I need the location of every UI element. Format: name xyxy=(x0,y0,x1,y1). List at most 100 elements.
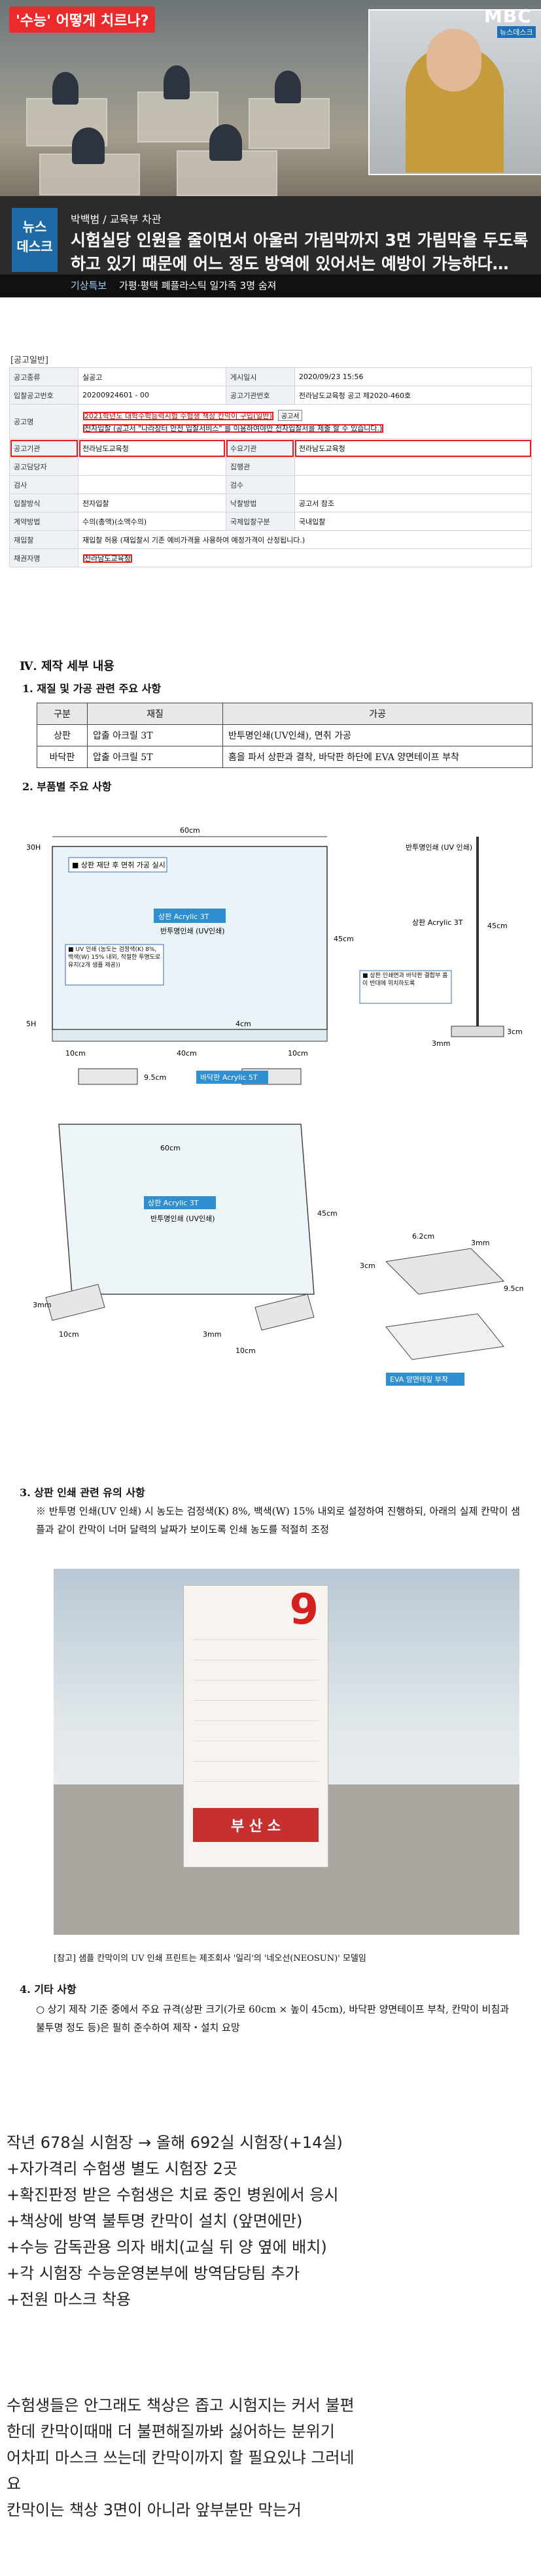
comment-line: +책상에 방역 불투명 칸막이 설치 (앞면에만) xyxy=(7,2212,303,2230)
news-screenshot: MBC 뉴스데스크 '수능' 어떻게 치르나? 뉴스 데스크 박백범 / 교육부… xyxy=(0,0,541,297)
form-value: 전자입찰 xyxy=(78,493,226,512)
form-value xyxy=(294,475,532,494)
form-key: 공고담당자 xyxy=(9,457,79,476)
form-value: 2021학년도 대학수학능력시험 수험생 책상 칸막이 구입(일반)공고서 전자… xyxy=(78,404,532,439)
form-key: 채권자명 xyxy=(9,548,79,567)
form-key: 공고기관 xyxy=(9,439,79,458)
table-cell: 압출 아크릴 5T xyxy=(87,746,223,768)
form-key: 입찰방식 xyxy=(9,493,79,512)
comment-para-line: 요 xyxy=(7,2475,22,2493)
table-row: 검사 검수 xyxy=(9,475,532,494)
student xyxy=(164,65,190,99)
calendar-grid xyxy=(193,1638,319,1801)
news-badge-line2: 데스크 xyxy=(16,239,53,254)
form-key: 재입찰 xyxy=(9,530,79,549)
comment-line: +각 시험장 수능운영본부에 방역담당팀 추가 xyxy=(7,2264,300,2283)
table-header-row: 구분 재질 가공 xyxy=(37,703,532,725)
section4b-note: ○ 상기 제작 기준 중에서 주요 규격(상판 크기(가로 60cm × 높이 … xyxy=(36,2003,510,2033)
dim-10cm-label: 10cm xyxy=(65,1049,86,1058)
eva-label: EVA 양면테잎 부착 xyxy=(390,1375,448,1384)
section4b-title: 4. 기타 사항 xyxy=(20,1983,77,1996)
form-value: 공고서 참조 xyxy=(294,493,532,512)
form-key: 집행관 xyxy=(225,457,295,476)
comment-para-line: 수험생들은 안그래도 책상은 좁고 시험지는 커서 불편 xyxy=(7,2396,355,2415)
persp-base-left xyxy=(45,1284,105,1321)
dim-40cm-label: 40cm xyxy=(177,1049,197,1058)
dim-45cm-side-label: 45cm xyxy=(487,922,508,930)
persp-10cm-label-2: 10cm xyxy=(236,1347,256,1355)
form-key: 공고기관번호 xyxy=(225,386,295,405)
ticker-label: 기상특보 xyxy=(71,280,107,292)
dim-5h-label: 5H xyxy=(26,1020,36,1028)
calendar-footer: 부 산 소 xyxy=(193,1808,319,1842)
base-acrylic-label: 바닥판 Acrylic 5T xyxy=(200,1073,258,1082)
form-key: 입찰공고번호 xyxy=(9,386,79,405)
broadcaster-sub: 뉴스데스크 xyxy=(497,26,536,38)
dim-3mm-label: 3mm xyxy=(432,1039,450,1048)
base-3cm-label: 3cm xyxy=(360,1262,375,1270)
dim-9-5cm-label: 9.5cm xyxy=(144,1073,166,1082)
section3-note: ※ 반투명 인쇄(UV 인쇄) 시 농도는 검정색(K) 8%, 백색(W) 1… xyxy=(36,1505,520,1535)
persp-base-right xyxy=(254,1294,315,1331)
table-row: 바닥판 압출 아크릴 5T 홈을 파서 상판과 결착, 바닥판 하단에 EVA … xyxy=(37,746,532,768)
desk-partition xyxy=(137,92,218,142)
table-row: 공고기관 전라남도교육청 수요기관 전라남도교육청 xyxy=(9,439,532,458)
base-9-5cm-label: 9.5cm xyxy=(504,1284,523,1293)
comment-line: +자가격리 수험생 별도 시험장 2곳 xyxy=(7,2160,237,2178)
table-header: 구분 xyxy=(37,703,88,725)
news-badge-line1: 뉴스 xyxy=(22,219,47,235)
table-row: 재입찰 재입찰 허용 (재입찰시 기존 예비가격을 사용하여 예정가격이 산정됩… xyxy=(9,530,532,549)
persp-acrylic-tag xyxy=(144,1196,216,1209)
table-cell: 상판 xyxy=(37,724,88,746)
news-badge: 뉴스 데스크 xyxy=(12,208,58,272)
form-key: 게시일시 xyxy=(225,367,295,386)
calendar-image: 9 부 산 소 xyxy=(183,1585,328,1867)
persp-3mm-label-2: 3mm xyxy=(203,1330,221,1339)
persp-10cm-label: 10cm xyxy=(59,1330,79,1339)
comment-line: 작년 678실 시험장 → 올해 692실 시험장(+14실) xyxy=(7,2133,343,2152)
form-key: 국제입찰구분 xyxy=(225,512,295,531)
section4-sub2: 2. 부품별 주요 사항 xyxy=(22,780,112,793)
student xyxy=(209,124,242,161)
form-value: 실공고 xyxy=(78,367,226,386)
speaker-caption: 박백범 / 교육부 차관 xyxy=(71,213,162,226)
form-key: 공고종류 xyxy=(9,367,79,386)
side-top-label: 상판 Acrylic 3T xyxy=(412,918,463,927)
side-note: ■ 상판 인쇄면과 바닥판 결합부 홈이 반대에 위치하도록 xyxy=(362,973,448,987)
form-value: 20200924601 - 00 xyxy=(78,386,226,405)
form-value xyxy=(78,457,226,476)
form-value: 전라남도교육청 xyxy=(78,439,226,458)
dim-30h-label: 30H xyxy=(26,843,41,852)
notice-button[interactable]: 공고서 xyxy=(277,410,303,421)
side-print-label: 반투명인쇄 (UV 인쇄) xyxy=(406,843,472,852)
dim-45cm-label: 45cm xyxy=(334,935,354,943)
comment-line: +수능 감독관용 의자 배치(교실 뒤 양 옆에 배치) xyxy=(7,2238,327,2256)
form-key: 계약방법 xyxy=(9,512,79,531)
form-value: 전라남도교육청 xyxy=(294,439,532,458)
table-header: 가공 xyxy=(222,703,532,725)
table-cell: 홈을 파서 상판과 결착, 바닥판 하단에 EVA 양면테이프 부착 xyxy=(222,746,532,768)
persp-acrylic-label: 상판 Acrylic 3T xyxy=(148,1199,199,1207)
broadcaster-logo: MBC xyxy=(484,5,532,27)
form-key: 낙찰방법 xyxy=(225,493,295,512)
table-header: 재질 xyxy=(87,703,223,725)
comment-para-line: 어차피 마스크 쓰는데 칸막이까지 할 필요있냐 그러네 xyxy=(7,2449,355,2467)
table-cell: 압출 아크릴 3T xyxy=(87,724,223,746)
table-row: 입찰방식 전자입찰 낙찰방법 공고서 참조 xyxy=(9,493,532,512)
comment-list: 작년 678실 시험장 → 올해 692실 시험장(+14실) +자가격리 수험… xyxy=(7,2130,536,2313)
top-acrylic-tag xyxy=(154,909,226,923)
base-6-2cm-label: 6.2cm xyxy=(412,1232,434,1241)
top-print-label: 반투명인쇄 (UV인쇄) xyxy=(160,927,225,935)
student xyxy=(52,72,79,105)
persp-45cm-label: 45cm xyxy=(317,1209,338,1218)
front-view-panel xyxy=(52,846,328,1030)
calendar-month: 9 xyxy=(289,1586,319,1634)
form-key: 수요기관 xyxy=(225,439,295,458)
table-cell: 반투명인쇄(UV인쇄), 면취 가공 xyxy=(222,724,532,746)
comment-paragraph: 수험생들은 안그래도 책상은 좁고 시험지는 커서 불편 한데 칸막이때매 더 … xyxy=(7,2392,536,2523)
comment-para-line: 칸막이는 책상 3면이 아니라 앞부분만 막는거 xyxy=(7,2501,302,2519)
table-row: 입찰공고번호 20200924601 - 00 공고기관번호 전라남도교육청 공… xyxy=(9,386,532,405)
desk-partition xyxy=(177,150,277,196)
table-row: 공고종류 실공고 게시일시 2020/09/23 15:56 xyxy=(9,367,532,386)
front-base xyxy=(52,1029,328,1042)
